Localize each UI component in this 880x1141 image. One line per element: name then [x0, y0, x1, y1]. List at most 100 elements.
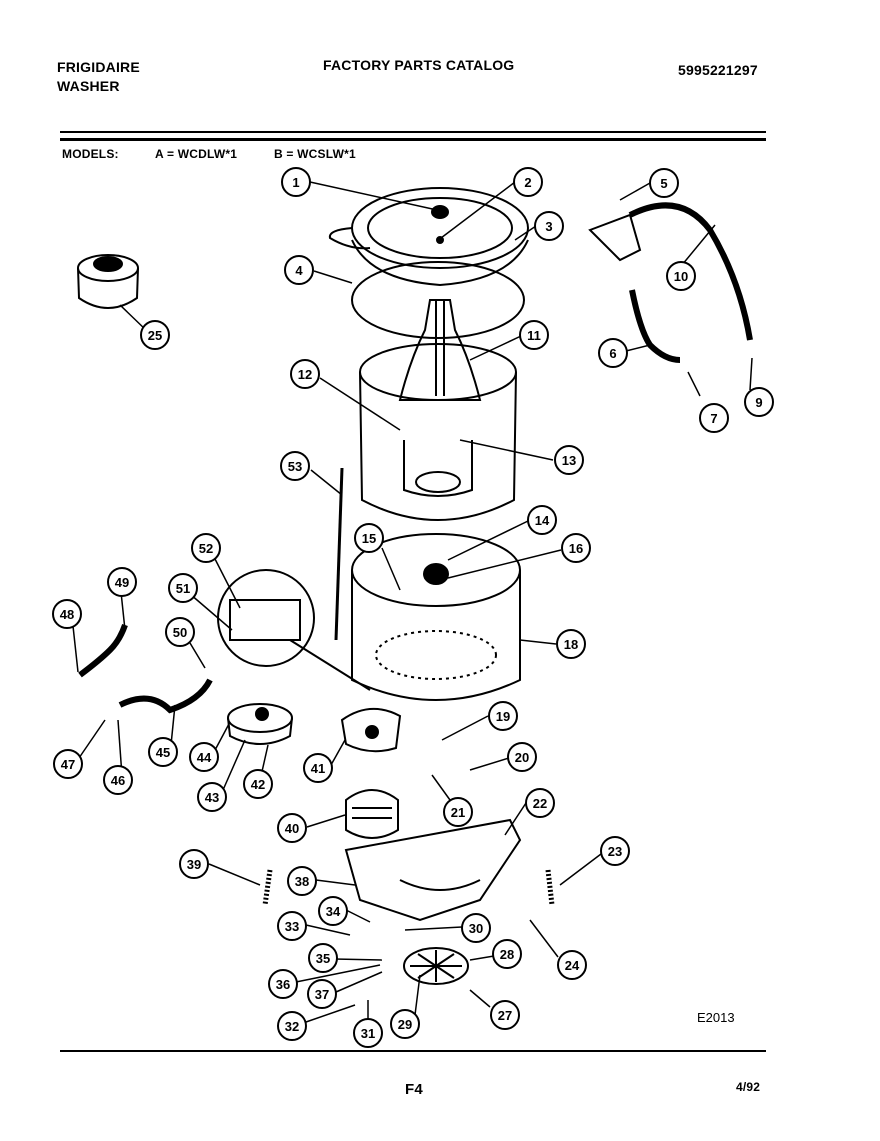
- product-label: WASHER: [57, 78, 120, 94]
- callout-number: 45: [156, 745, 170, 760]
- part-22-base: [344, 818, 522, 922]
- part-6-hose: [629, 289, 681, 363]
- callout-bubble: [168, 573, 198, 603]
- callout-bubble: [527, 505, 557, 535]
- callout-53: 53: [280, 451, 310, 481]
- callout-number: 21: [451, 805, 465, 820]
- part-3-top-cover: [328, 187, 529, 287]
- catalog-title: FACTORY PARTS CATALOG: [323, 57, 515, 73]
- callout-49: 49: [107, 567, 137, 597]
- callout-number: 35: [316, 951, 330, 966]
- callout-number: 34: [326, 904, 341, 919]
- footer-date: 4/92: [736, 1080, 761, 1094]
- callout-35: 35: [308, 943, 338, 973]
- callout-40: 40: [277, 813, 307, 843]
- callout-bubble: [525, 788, 555, 818]
- header-rule-top: [60, 131, 766, 133]
- callout-bubble: [554, 445, 584, 475]
- callout-number: 24: [565, 958, 580, 973]
- callout-bubble: [107, 567, 137, 597]
- callout-bubble: [353, 1018, 383, 1048]
- callout-bubble: [557, 950, 587, 980]
- callout-20: 20: [507, 742, 537, 772]
- callout-number: 10: [674, 269, 688, 284]
- diagram-code: E2013: [697, 1010, 735, 1025]
- callout-22: 22: [525, 788, 555, 818]
- detail-circle: [217, 569, 371, 691]
- callout-number: 28: [500, 947, 514, 962]
- callout-24: 24: [557, 950, 587, 980]
- callout-bubble: [308, 943, 338, 973]
- callout-1: 1: [281, 167, 311, 197]
- callout-bubble: [744, 387, 774, 417]
- callout-bubble: [649, 168, 679, 198]
- callout-45: 45: [148, 737, 178, 767]
- callout-bubble: [307, 979, 337, 1009]
- callout-7: 7: [699, 403, 729, 433]
- part-28-pulley: [403, 947, 469, 985]
- brand-label: FRIGIDAIRE: [57, 59, 140, 75]
- callout-number: 53: [288, 459, 302, 474]
- callout-34: 34: [318, 896, 348, 926]
- callout-50: 50: [165, 617, 195, 647]
- callout-number: 38: [295, 874, 309, 889]
- model-b: B = WCSLW*1: [274, 147, 356, 161]
- callout-number: 31: [361, 1026, 375, 1041]
- callout-bubble: [556, 629, 586, 659]
- callout-number: 22: [533, 796, 547, 811]
- part-45-hose: [118, 678, 213, 714]
- callout-bubble: [53, 749, 83, 779]
- callout-number: 32: [285, 1019, 299, 1034]
- callout-44: 44: [189, 742, 219, 772]
- callout-number: 19: [496, 709, 510, 724]
- callout-2: 2: [513, 167, 543, 197]
- models-label: MODELS:: [62, 147, 119, 161]
- callout-number: 51: [176, 581, 190, 596]
- callout-number: 43: [205, 790, 219, 805]
- callout-number: 36: [276, 977, 290, 992]
- page-number: F4: [405, 1081, 423, 1098]
- callout-33: 33: [277, 911, 307, 941]
- callout-11: 11: [519, 320, 549, 350]
- callout-bubble: [280, 451, 310, 481]
- callout-bubble: [507, 742, 537, 772]
- callout-number: 40: [285, 821, 299, 836]
- callout-bubble: [318, 896, 348, 926]
- callout-4: 4: [284, 255, 314, 285]
- callout-bubble: [281, 167, 311, 197]
- part-23-spring: [545, 869, 555, 906]
- callout-39: 39: [179, 849, 209, 879]
- part-40-motor: [345, 789, 399, 839]
- callout-5: 5: [649, 168, 679, 198]
- callout-number: 9: [755, 395, 762, 410]
- callout-bubble: [268, 969, 298, 999]
- callout-bubble: [561, 533, 591, 563]
- callout-number: 2: [524, 175, 531, 190]
- callout-bubble: [165, 617, 195, 647]
- callout-bubble: [277, 1011, 307, 1041]
- callout-36: 36: [268, 969, 298, 999]
- callout-bubble: [243, 769, 273, 799]
- part-4-gasket: [351, 261, 525, 339]
- callout-number: 50: [173, 625, 187, 640]
- callout-23: 23: [600, 836, 630, 866]
- callout-bubble: [103, 765, 133, 795]
- callout-bubble: [354, 523, 384, 553]
- callout-number: 42: [251, 777, 265, 792]
- part-5-bracket: [588, 213, 642, 262]
- catalog-number: 5995221297: [678, 62, 758, 78]
- part-53-rod: [334, 467, 344, 641]
- callout-27: 27: [490, 1000, 520, 1030]
- callout-number: 14: [535, 513, 550, 528]
- callout-number: 29: [398, 1017, 412, 1032]
- callout-bubble: [303, 753, 333, 783]
- callout-6: 6: [598, 338, 628, 368]
- callout-47: 47: [53, 749, 83, 779]
- callout-46: 46: [103, 765, 133, 795]
- callout-number: 16: [569, 541, 583, 556]
- part-39-spring: [262, 869, 273, 906]
- callout-bubble: [519, 320, 549, 350]
- callout-bubble: [197, 782, 227, 812]
